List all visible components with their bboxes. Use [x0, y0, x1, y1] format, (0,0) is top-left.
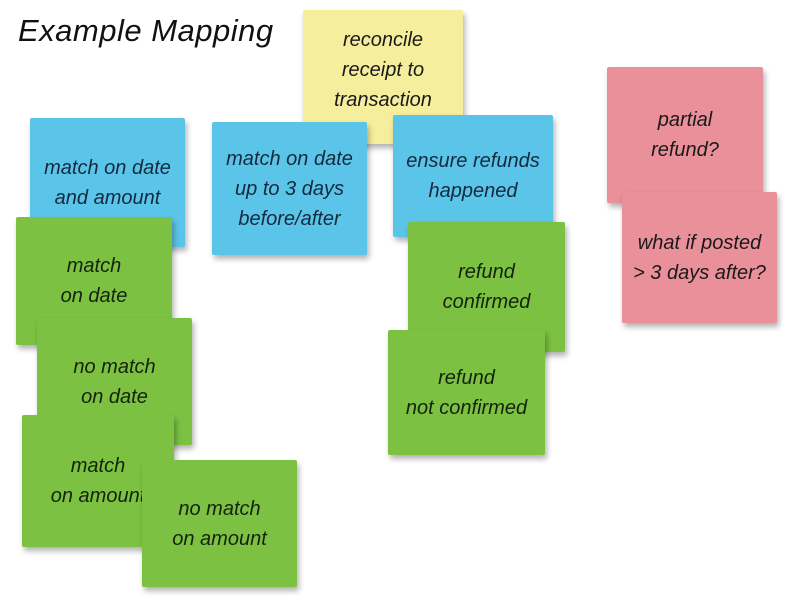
sticky-note-reconcile-receipt-to-transaction: reconcile receipt to transaction: [303, 10, 463, 144]
sticky-note-partial-refund: partial refund?: [607, 67, 763, 203]
sticky-note-what-if-posted-3-days-after: what if posted > 3 days after?: [622, 192, 777, 323]
sticky-note-match-on-date-up-to-3-days: match on date up to 3 days before/after: [212, 122, 367, 255]
sticky-note-ensure-refunds-happened: ensure refunds happened: [393, 115, 553, 237]
page-title: Example Mapping: [18, 13, 274, 48]
sticky-note-no-match-on-amount: no match on amount: [142, 460, 297, 587]
sticky-note-refund-not-confirmed: refund not confirmed: [388, 330, 545, 455]
